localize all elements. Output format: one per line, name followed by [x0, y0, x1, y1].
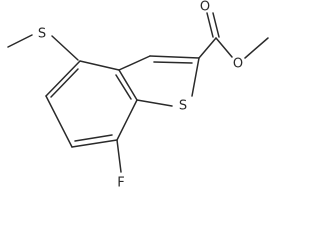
bond-methyl-s	[7, 34, 33, 48]
bond-c2-ccarbonyl	[198, 37, 217, 59]
atom-label-o-ester: O	[233, 57, 243, 72]
bond-oester-methyl	[244, 37, 269, 59]
bond-c4-c5	[45, 60, 81, 97]
bonds	[7, 12, 269, 173]
chemical-structure-diagram: S S O O F	[7, 0, 269, 191]
bond-c2-s1	[191, 57, 200, 97]
bond-c7a-c3a	[118, 69, 138, 101]
bond-c7a-c3a-inner	[115, 74, 132, 100]
atom-label-f: F	[117, 176, 124, 191]
bond-c4-c5-inner	[50, 68, 79, 98]
bond-c7-f	[116, 139, 122, 173]
atom-labels: S S O O F	[38, 0, 243, 191]
bond-carbonyl-double-a	[206, 12, 214, 38]
bond-s1-c7a	[136, 99, 173, 107]
bond-ccarbonyl-oester	[215, 37, 233, 58]
bond-c3-c2	[149, 55, 200, 59]
bond-c3a-c4	[79, 60, 120, 71]
bond-c7-c7a	[116, 99, 138, 141]
bond-c3-c2-inner	[153, 61, 193, 64]
atom-label-s-methylthio: S	[38, 27, 46, 42]
bond-c5-c6	[45, 95, 73, 148]
bond-s-c4	[51, 35, 79, 61]
bond-c6-c7-inner	[74, 134, 113, 142]
bond-c3a-c3	[118, 55, 151, 71]
bond-carbonyl-double-b	[212, 12, 220, 38]
atom-label-o-carbonyl: O	[200, 0, 210, 15]
atom-label-s-ring: S	[179, 99, 187, 114]
bond-c6-c7	[71, 139, 118, 148]
